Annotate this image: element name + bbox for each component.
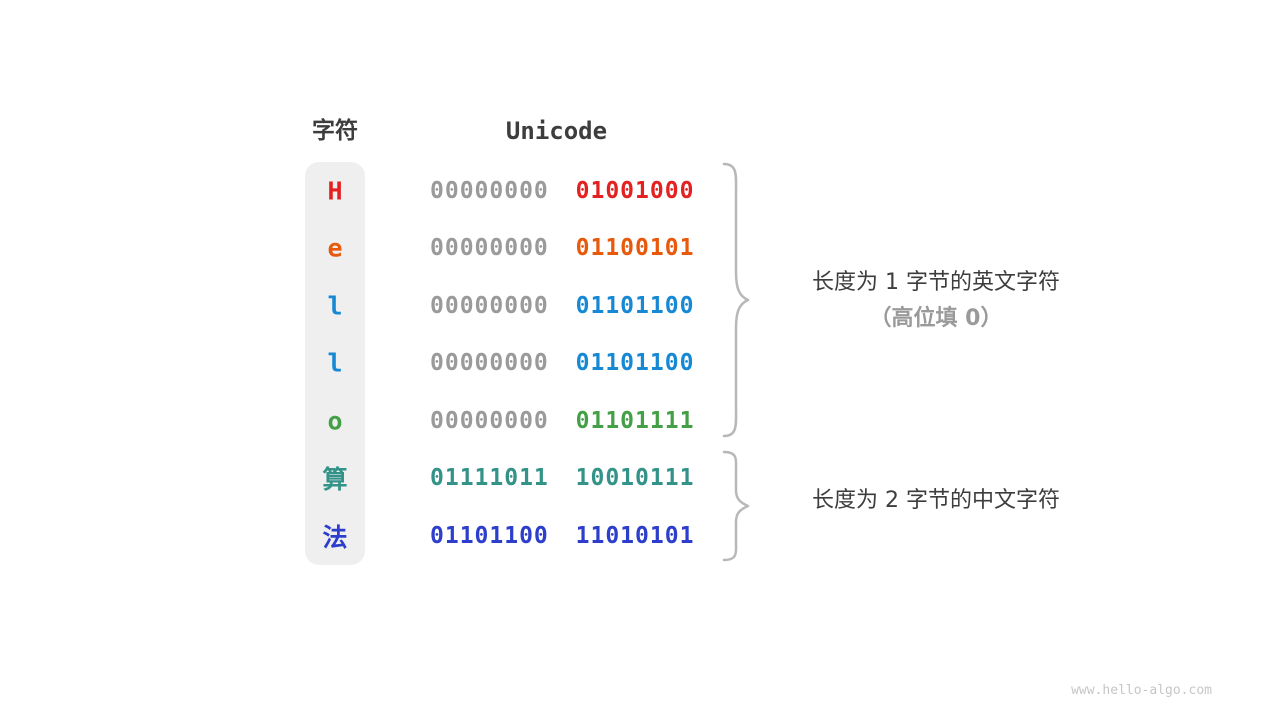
character-row: H 00000000 01001000 bbox=[0, 162, 1280, 220]
character-cell: H bbox=[327, 176, 343, 206]
unicode-column-header: Unicode bbox=[505, 117, 608, 145]
chinese-bytes-annotation: 长度为 2 字节的中文字符 bbox=[756, 485, 1116, 517]
character-row: o 00000000 01101111 bbox=[0, 392, 1280, 450]
unicode-high-byte: 01111011 bbox=[430, 465, 549, 492]
char-column-header: 字符 bbox=[312, 118, 358, 144]
unicode-bits: 01111011 10010111 bbox=[430, 465, 694, 491]
unicode-high-byte: 00000000 bbox=[430, 235, 549, 262]
unicode-low-byte: 11010101 bbox=[575, 522, 695, 549]
unicode-low-byte: 01101111 bbox=[575, 407, 695, 434]
unicode-high-byte: 00000000 bbox=[430, 292, 549, 319]
english-bytes-annotation: 长度为 1 字节的英文字符 （高位填 0） bbox=[756, 267, 1116, 335]
encoding-rows: H 00000000 01001000 e 00000000 01100101 … bbox=[0, 162, 1280, 565]
unicode-bits: 01101100 11010101 bbox=[430, 523, 694, 549]
unicode-bits: 00000000 01101111 bbox=[430, 408, 694, 434]
english-group-brace bbox=[722, 162, 750, 438]
unicode-high-byte: 00000000 bbox=[430, 177, 549, 204]
character-cell: 法 bbox=[322, 522, 348, 552]
english-bytes-annotation-line1: 长度为 1 字节的英文字符 bbox=[812, 270, 1060, 295]
character-cell: e bbox=[327, 233, 343, 263]
unicode-bits: 00000000 01001000 bbox=[430, 178, 694, 204]
unicode-low-byte: 01101100 bbox=[575, 292, 695, 319]
character-cell: l bbox=[327, 348, 343, 378]
character-row: l 00000000 01101100 bbox=[0, 335, 1280, 393]
unicode-high-byte: 00000000 bbox=[430, 407, 549, 434]
unicode-low-byte: 01001000 bbox=[575, 177, 695, 204]
character-row: l 00000000 01101100 bbox=[0, 277, 1280, 335]
unicode-low-byte: 01100101 bbox=[575, 235, 695, 262]
unicode-bits: 00000000 01101100 bbox=[430, 293, 694, 319]
chinese-bytes-annotation-line1: 长度为 2 字节的中文字符 bbox=[812, 488, 1060, 513]
chinese-group-brace bbox=[722, 450, 750, 562]
website-watermark: www.hello-algo.com bbox=[1071, 683, 1212, 698]
english-bytes-annotation-line2: （高位填 0） bbox=[869, 306, 1003, 331]
unicode-low-byte: 10010111 bbox=[575, 465, 695, 492]
character-cell: l bbox=[327, 291, 343, 321]
char-column-background bbox=[305, 162, 365, 565]
character-row: 法 01101100 11010101 bbox=[0, 507, 1280, 565]
unicode-bits: 00000000 01100101 bbox=[430, 235, 694, 261]
unicode-high-byte: 00000000 bbox=[430, 350, 549, 377]
character-row: e 00000000 01100101 bbox=[0, 220, 1280, 278]
unicode-bits: 00000000 01101100 bbox=[430, 350, 694, 376]
unicode-high-byte: 01101100 bbox=[430, 522, 549, 549]
character-cell: 算 bbox=[322, 465, 348, 495]
character-row: 算 01111011 10010111 bbox=[0, 450, 1280, 508]
character-cell: o bbox=[327, 406, 343, 436]
unicode-low-byte: 01101100 bbox=[575, 350, 695, 377]
